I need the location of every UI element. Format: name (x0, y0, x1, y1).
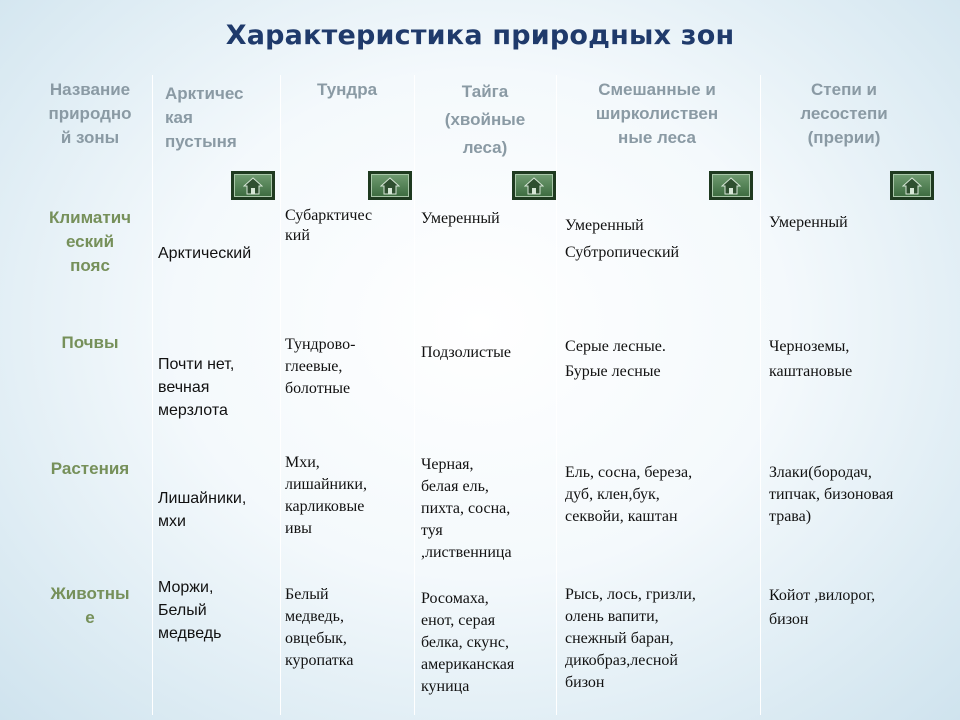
cell-soils-taiga: Подзолистые (421, 344, 511, 361)
header-steppes: Степи и лесостепи (прерии) (800, 80, 888, 147)
cell-animals-arctic: Моржи, Белый медведь (158, 579, 222, 642)
cell-soils-mixed: Серые лесные. Бурые лесные (565, 338, 666, 380)
column-divider (280, 75, 281, 715)
header-mixed-forests: Смешанные и ширколиствен ные леса (595, 80, 719, 147)
cell-animals-steppe: Койот ,вилорог, бизон (769, 587, 876, 628)
home-button[interactable] (231, 171, 275, 200)
home-button[interactable] (890, 171, 934, 200)
cell-plants-taiga: Черная, белая ель, пихта, сосна, туя ,ли… (421, 456, 512, 561)
header-arctic-desert: Арктичес кая пустыня (165, 84, 244, 151)
cell-climate-arctic: Арктический (158, 245, 252, 262)
header-tundra: Тундра (316, 80, 378, 99)
cell-soils-arctic: Почти нет, вечная мерзлота (158, 356, 235, 419)
cell-climate-steppe: Умеренный (769, 214, 848, 231)
column-divider (556, 75, 557, 715)
home-icon (721, 176, 741, 194)
column-divider (760, 75, 761, 715)
column-divider (414, 75, 415, 715)
home-icon (243, 176, 263, 194)
row-label-animals: Животны е (50, 584, 130, 627)
cell-plants-mixed: Ель, сосна, береза, дуб, клен,бук, секво… (565, 464, 693, 525)
header-taiga: Тайга (хвойные леса) (444, 82, 526, 157)
row-label-soils: Почвы (61, 333, 119, 352)
home-button[interactable] (368, 171, 412, 200)
cell-animals-taiga: Росомаха, енот, серая белка, скунс, амер… (421, 590, 515, 695)
cell-climate-tundra: Субарктичес кий (285, 207, 373, 244)
cell-soils-steppe: Черноземы, каштановые (769, 338, 853, 380)
page-title: Характеристика природных зон (225, 20, 735, 51)
column-divider (152, 75, 153, 715)
row-label-plants: Растения (50, 459, 130, 478)
cell-climate-mixed: Умеренный Субтропический (565, 217, 680, 261)
home-icon (902, 176, 922, 194)
cell-animals-mixed: Рысь, лось, гризли, олень вапити, снежны… (565, 586, 696, 691)
header-zone-name: Название природно й зоны (48, 80, 132, 147)
cell-animals-tundra: Белый медведь, овцебык, куропатка (285, 586, 354, 669)
home-button[interactable] (709, 171, 753, 200)
home-icon (524, 176, 544, 194)
home-button[interactable] (512, 171, 556, 200)
cell-plants-tundra: Мхи, лишайники, карликовые ивы (285, 454, 367, 537)
cell-plants-arctic: Лишайники, мхи (158, 490, 247, 530)
cell-plants-steppe: Злаки(бородач, типчак, бизоновая трава) (769, 464, 894, 525)
row-label-climate: Климатич еский пояс (48, 208, 132, 275)
cell-climate-taiga: Умеренный (421, 210, 500, 227)
cell-soils-tundra: Тундрово- глеевые, болотные (285, 336, 356, 397)
home-icon (380, 176, 400, 194)
